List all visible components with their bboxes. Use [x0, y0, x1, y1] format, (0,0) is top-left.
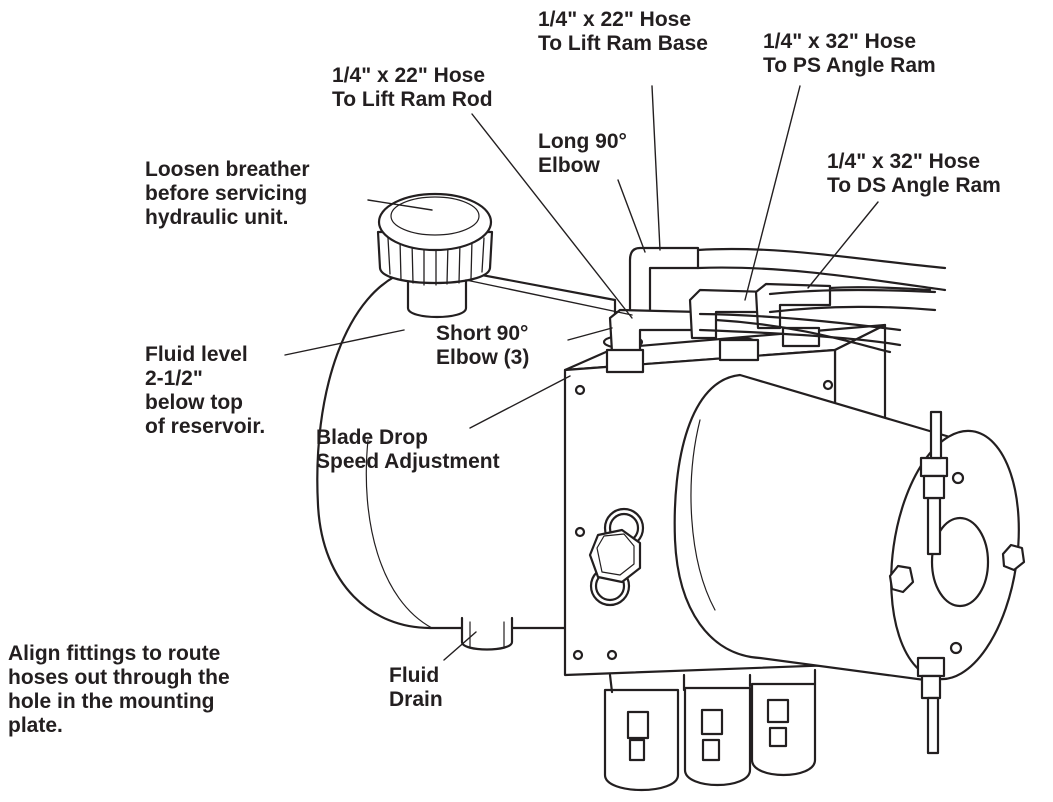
label-long-90-elbow: Long 90°Elbow — [538, 130, 627, 177]
solenoid-valves — [603, 668, 817, 791]
leader-lines — [284, 85, 879, 661]
reservoir-tank — [316, 268, 617, 630]
label-short-90-elbow: Short 90°Elbow (3) — [436, 322, 530, 369]
pump-motor — [673, 373, 1026, 755]
breather-cap — [376, 192, 494, 319]
fluid-drain-plug — [460, 616, 514, 651]
